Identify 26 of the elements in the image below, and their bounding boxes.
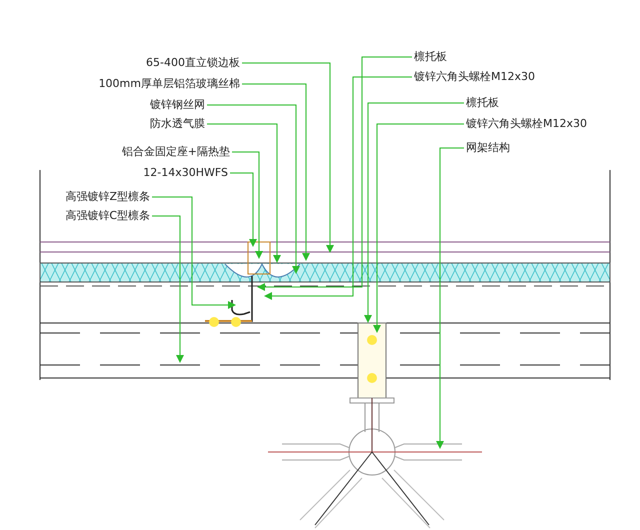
leader-line	[257, 56, 412, 291]
leader-line	[373, 124, 464, 333]
leader-line	[206, 124, 281, 263]
leader-line	[436, 148, 464, 449]
callout-label: 檩托板	[466, 96, 499, 110]
callout-label: 65-400直立锁边板	[146, 56, 240, 70]
callout-label: 镀锌钢丝网	[150, 98, 205, 112]
leader-line	[206, 104, 300, 274]
callout-label: 网架结构	[466, 141, 510, 155]
leader-line	[242, 62, 334, 253]
leader-line	[364, 102, 464, 323]
leader-line	[264, 76, 412, 300]
callout-label: 镀锌六角头螺栓M12x30	[414, 70, 535, 84]
leader-line	[230, 172, 257, 247]
callout-label: 高强镀锌Z型檩条	[65, 190, 150, 204]
callout-label: 防水透气膜	[150, 117, 205, 131]
leader-line	[152, 196, 236, 309]
leader-line	[152, 216, 184, 363]
callout-label: 12-14x30HWFS	[143, 166, 228, 180]
callout-label: 檩托板	[414, 50, 447, 64]
callout-label: 高强镀锌C型檩条	[65, 209, 150, 223]
callout-label: 铝合金固定座+隔热垫	[122, 145, 230, 159]
leader-line	[232, 152, 263, 259]
leader-line	[242, 84, 310, 261]
callout-label: 100mm厚单层铝箔玻璃丝棉	[98, 77, 240, 91]
callout-label: 镀锌六角头螺栓M12x30	[466, 117, 587, 131]
